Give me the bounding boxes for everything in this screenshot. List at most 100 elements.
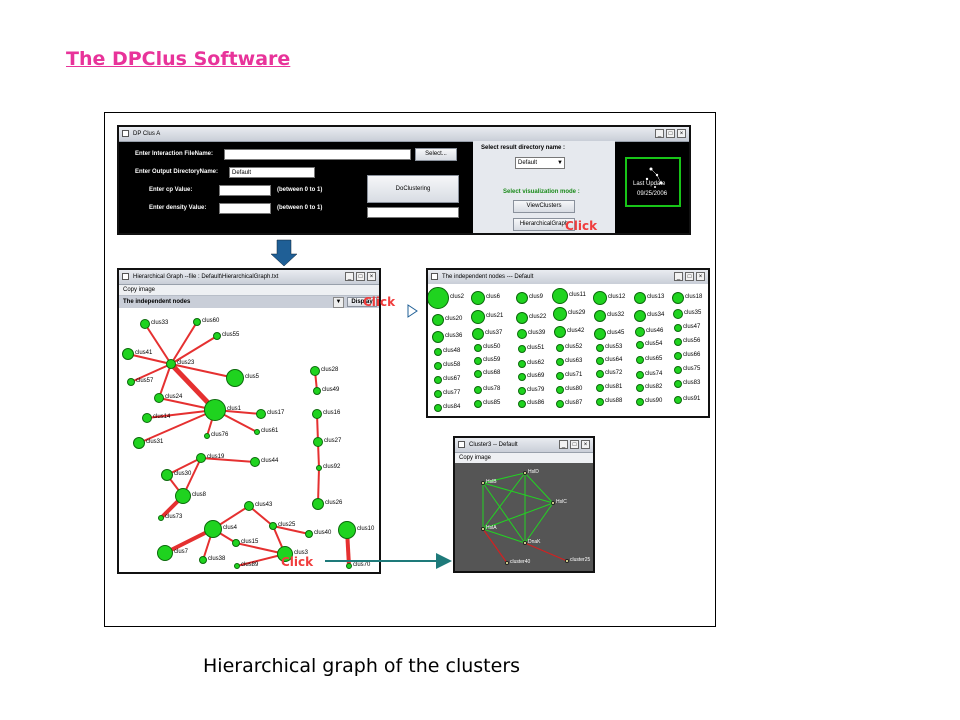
node-clus22[interactable] — [516, 312, 528, 324]
node-clus52[interactable] — [556, 344, 564, 352]
node-clus76[interactable] — [204, 433, 210, 439]
minimize-icon[interactable]: _ — [559, 440, 568, 449]
node-clus47[interactable] — [674, 324, 682, 332]
node-clus21[interactable] — [471, 310, 485, 324]
node-clus43[interactable] — [244, 501, 254, 511]
minimize-icon[interactable]: _ — [345, 272, 354, 281]
node-clus10[interactable] — [338, 521, 356, 539]
node-HslD[interactable] — [523, 471, 527, 475]
cp-value-input[interactable] — [219, 185, 271, 196]
node-clus23[interactable] — [166, 359, 176, 369]
node-clus26[interactable] — [312, 498, 324, 510]
node-clus60[interactable] — [193, 318, 201, 326]
node-clus77[interactable] — [434, 390, 442, 398]
node-clus18[interactable] — [672, 292, 684, 304]
node-clus38[interactable] — [199, 556, 207, 564]
maximize-icon[interactable]: □ — [666, 129, 675, 138]
node-clus34[interactable] — [634, 310, 646, 322]
node-clus42[interactable] — [554, 326, 566, 338]
node-clus62[interactable] — [518, 360, 526, 368]
node-HslB[interactable] — [481, 481, 485, 485]
node-clus65[interactable] — [636, 356, 644, 364]
node-HslC[interactable] — [551, 501, 555, 505]
node-clus79[interactable] — [518, 387, 526, 395]
node-clus75[interactable] — [674, 366, 682, 374]
node-HslA[interactable] — [481, 527, 485, 531]
node-clus19[interactable] — [196, 453, 206, 463]
node-clus13[interactable] — [634, 292, 646, 304]
node-clus70[interactable] — [346, 563, 352, 569]
node-clus53[interactable] — [596, 344, 604, 352]
node-clus67[interactable] — [434, 376, 442, 384]
node-clus57[interactable] — [127, 378, 135, 386]
node-clus87[interactable] — [556, 400, 564, 408]
node-cluster25[interactable] — [565, 559, 569, 563]
node-clus33[interactable] — [140, 319, 150, 329]
node-clus89[interactable] — [234, 563, 240, 569]
node-clus8[interactable] — [175, 488, 191, 504]
minimize-icon[interactable]: _ — [674, 272, 683, 281]
node-clus14[interactable] — [142, 413, 152, 423]
do-clustering-button[interactable]: DoClustering — [367, 175, 459, 203]
node-clus5[interactable] — [226, 369, 244, 387]
node-clus3[interactable] — [277, 546, 293, 562]
node-clus30[interactable] — [161, 469, 173, 481]
node-DnaK[interactable] — [523, 541, 527, 545]
minimize-icon[interactable]: _ — [655, 129, 664, 138]
view-clusters-button[interactable]: ViewClusters — [513, 200, 575, 213]
node-clus63[interactable] — [556, 358, 564, 366]
node-clus48[interactable] — [434, 348, 442, 356]
node-clus88[interactable] — [596, 398, 604, 406]
node-clus84[interactable] — [434, 404, 442, 412]
node-clus90[interactable] — [636, 398, 644, 406]
node-set-dropdown[interactable]: The independent nodes ▼ Display — [119, 296, 379, 308]
node-clus51[interactable] — [518, 345, 526, 353]
select-button[interactable]: Select... — [415, 148, 457, 161]
node-clus12[interactable] — [593, 291, 607, 305]
node-clus74[interactable] — [636, 371, 644, 379]
node-clus61[interactable] — [254, 429, 260, 435]
node-clus31[interactable] — [133, 437, 145, 449]
maximize-icon[interactable]: □ — [570, 440, 579, 449]
node-clus4[interactable] — [204, 520, 222, 538]
node-cluster40[interactable] — [505, 561, 509, 565]
node-clus36[interactable] — [432, 331, 444, 343]
node-clus54[interactable] — [636, 341, 644, 349]
node-clus78[interactable] — [474, 386, 482, 394]
close-icon[interactable]: × — [696, 272, 705, 281]
copy-image-menu[interactable]: Copy image — [119, 285, 379, 296]
node-clus50[interactable] — [474, 344, 482, 352]
node-clus59[interactable] — [474, 357, 482, 365]
node-clus81[interactable] — [596, 384, 604, 392]
node-clus17[interactable] — [256, 409, 266, 419]
node-clus2[interactable] — [428, 287, 449, 309]
node-clus1[interactable] — [204, 399, 226, 421]
node-clus64[interactable] — [596, 357, 604, 365]
node-clus24[interactable] — [154, 393, 164, 403]
node-clus25[interactable] — [269, 522, 277, 530]
node-clus39[interactable] — [517, 329, 527, 339]
node-clus35[interactable] — [673, 309, 683, 319]
node-clus9[interactable] — [516, 292, 528, 304]
node-clus29[interactable] — [553, 307, 567, 321]
node-clus45[interactable] — [594, 328, 606, 340]
node-clus28[interactable] — [310, 366, 320, 376]
close-icon[interactable]: × — [581, 440, 590, 449]
node-clus58[interactable] — [434, 362, 442, 370]
display-button[interactable]: Display — [347, 297, 377, 307]
close-icon[interactable]: × — [367, 272, 376, 281]
output-directory-input[interactable]: Default — [229, 167, 315, 178]
node-clus91[interactable] — [674, 396, 682, 404]
node-clus92[interactable] — [316, 465, 322, 471]
node-clus68[interactable] — [474, 370, 482, 378]
node-clus82[interactable] — [636, 384, 644, 392]
node-clus41[interactable] — [122, 348, 134, 360]
node-clus11[interactable] — [552, 288, 568, 304]
node-clus72[interactable] — [596, 370, 604, 378]
node-clus66[interactable] — [674, 352, 682, 360]
node-clus37[interactable] — [472, 328, 484, 340]
node-clus85[interactable] — [474, 400, 482, 408]
node-clus16[interactable] — [312, 409, 322, 419]
node-clus86[interactable] — [518, 400, 526, 408]
node-clus6[interactable] — [471, 291, 485, 305]
